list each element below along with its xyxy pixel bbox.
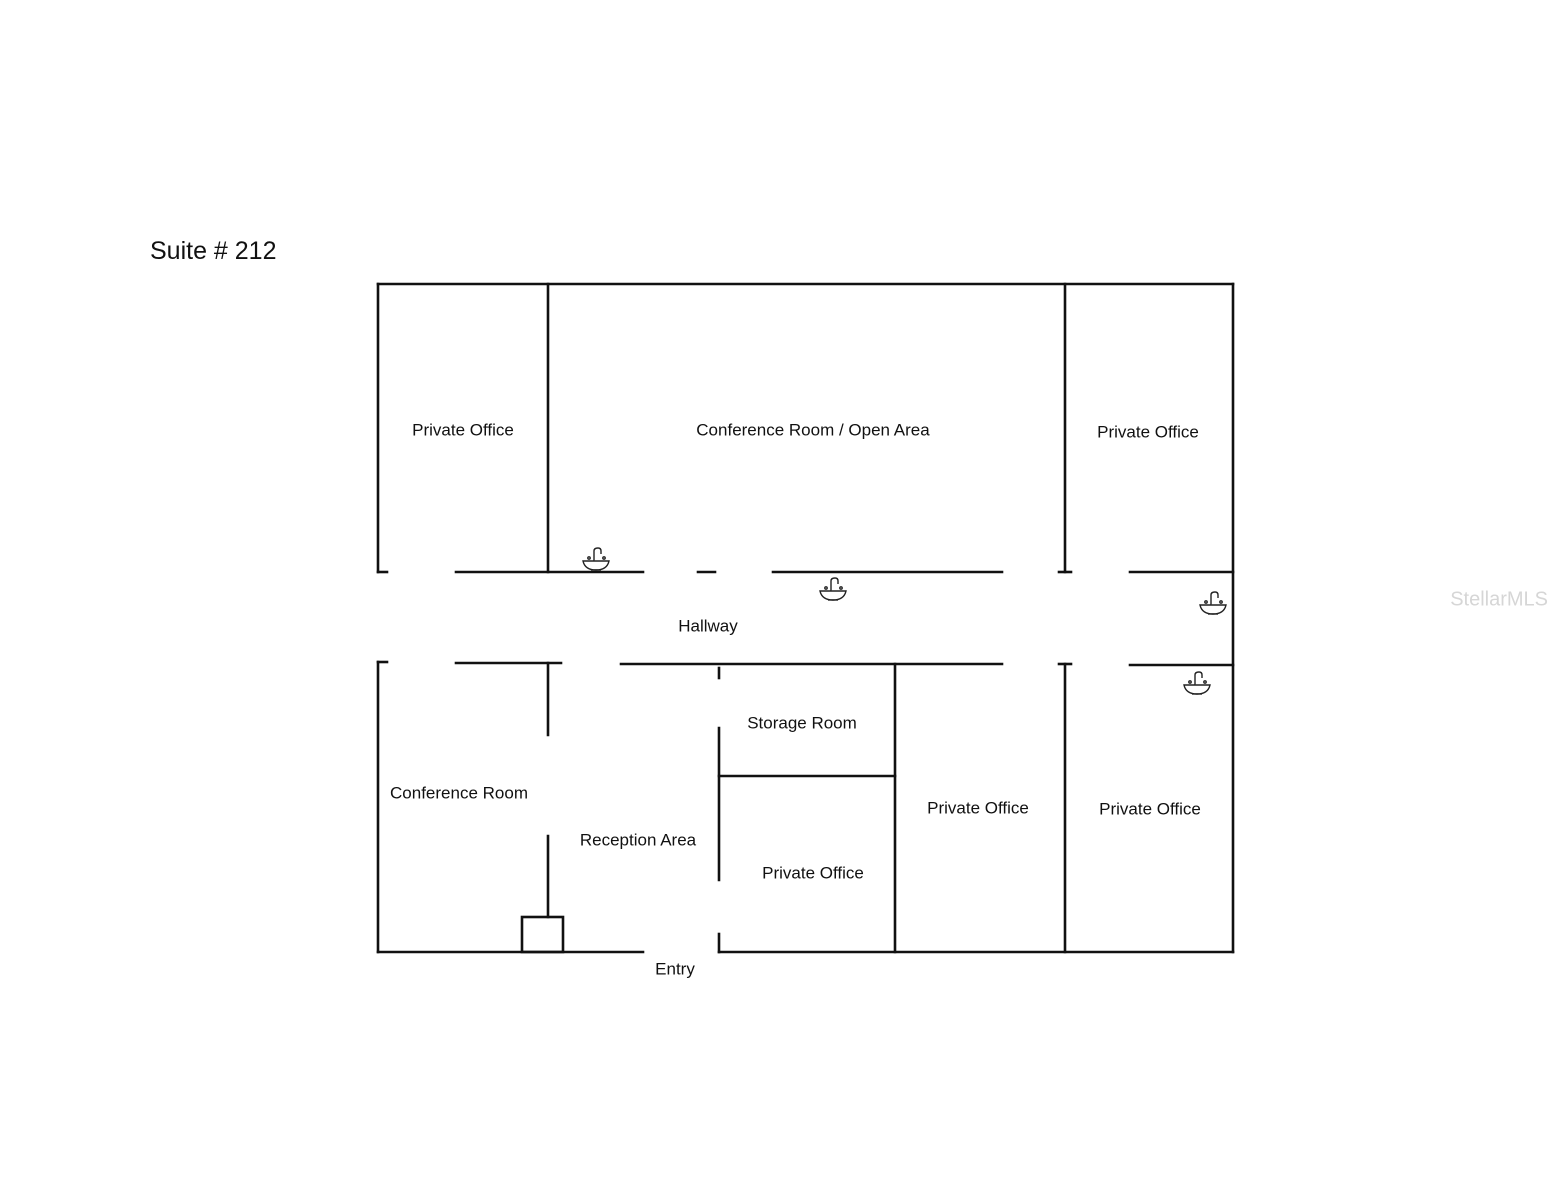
sink-icon bbox=[582, 547, 610, 571]
room-label-private-office: Private Office bbox=[412, 420, 514, 439]
room-label-private-office: Private Office bbox=[1097, 422, 1199, 441]
suite-title: Suite # 212 bbox=[150, 237, 277, 265]
watermark-logo: StellarMLS bbox=[1450, 588, 1548, 610]
column-box bbox=[520, 915, 565, 954]
room-label-entry: Entry bbox=[655, 959, 695, 978]
room-label-storage-room: Storage Room bbox=[747, 713, 857, 732]
room-label-conference-room: Conference Room bbox=[390, 783, 528, 802]
sink-icon bbox=[819, 577, 847, 601]
room-label-reception-area: Reception Area bbox=[580, 830, 697, 849]
room-label-hallway: Hallway bbox=[678, 616, 738, 635]
sink-icon bbox=[1199, 591, 1227, 615]
room-label-private-office: Private Office bbox=[1099, 799, 1201, 818]
room-label-conference-open-area: Conference Room / Open Area bbox=[696, 420, 930, 439]
room-label-private-office: Private Office bbox=[927, 798, 1029, 817]
walls bbox=[376, 282, 1235, 954]
room-label-private-office: Private Office bbox=[762, 863, 864, 882]
sink-icon bbox=[1183, 671, 1211, 695]
